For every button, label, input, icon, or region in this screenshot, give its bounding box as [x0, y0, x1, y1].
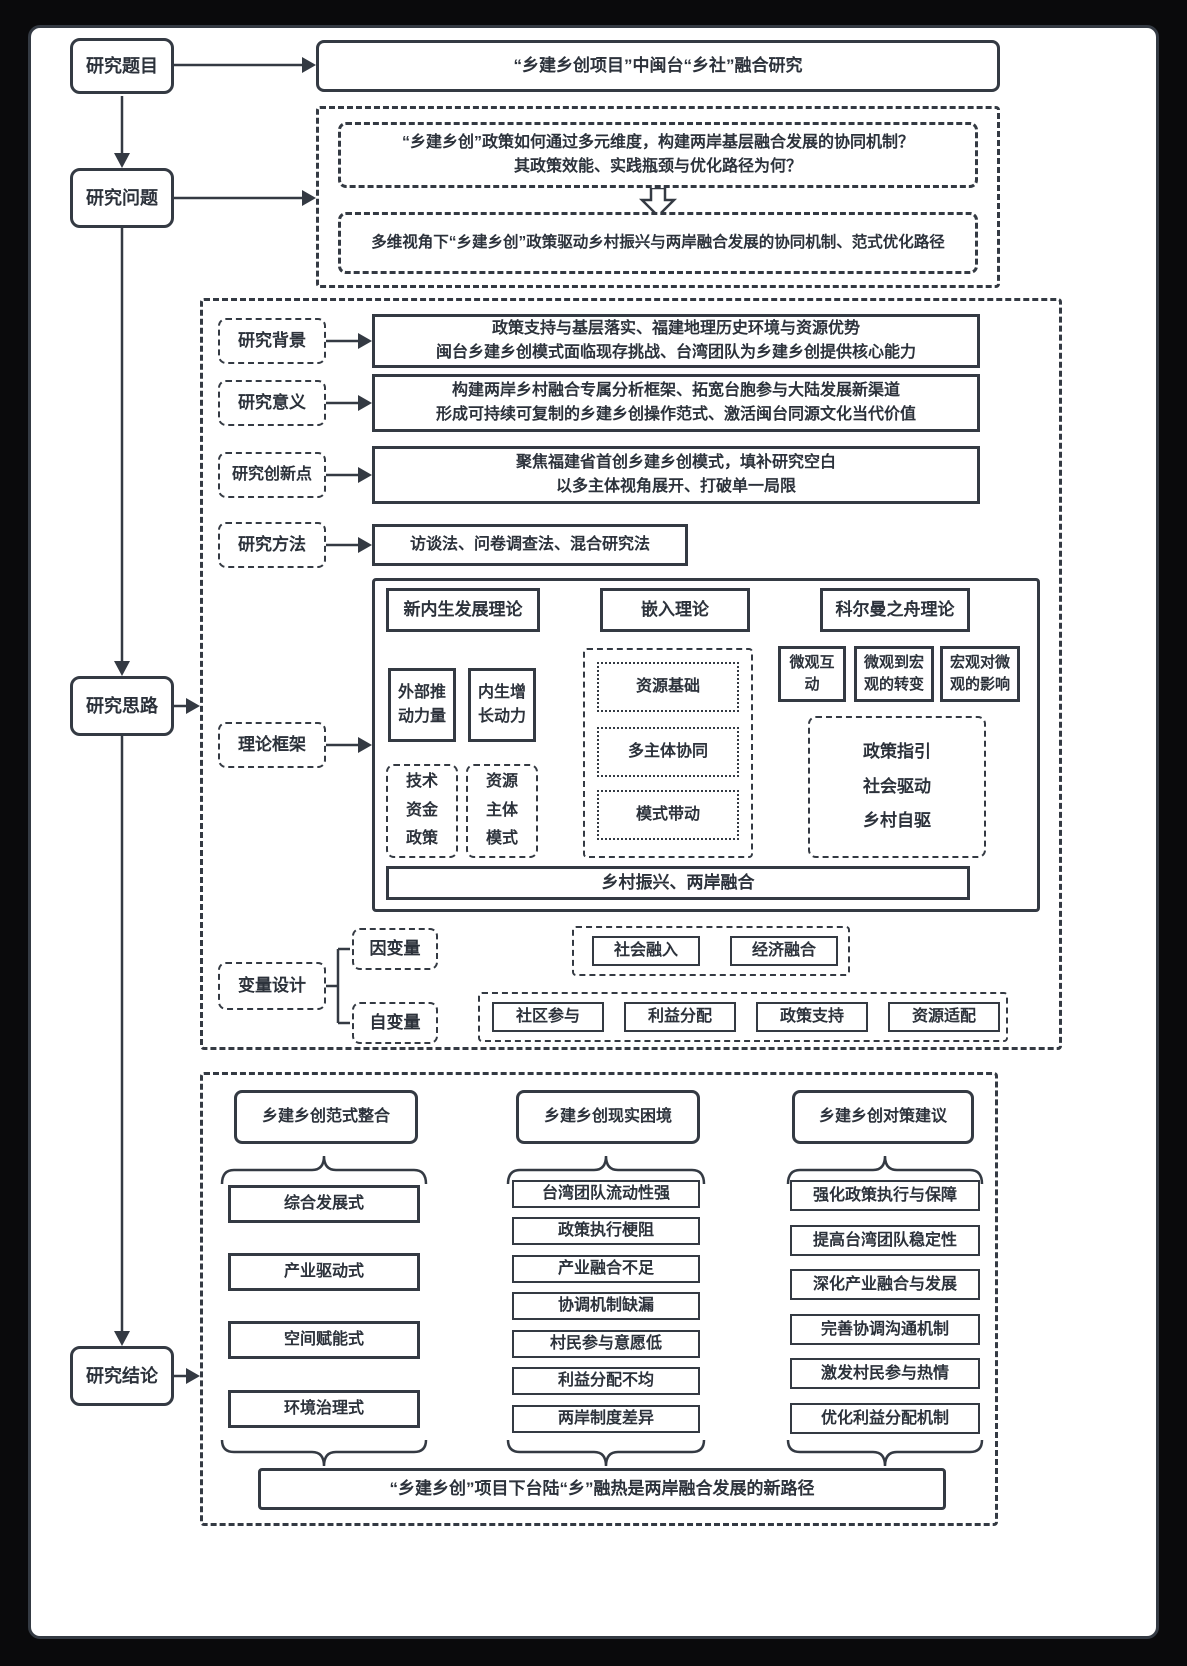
model-driven-box: 模式带动: [597, 790, 739, 840]
innovation-label: 研究创新点: [218, 452, 326, 498]
suggestion-item: 强化政策执行与保障: [790, 1180, 980, 1211]
external-factors-box: 技术 资金 政策: [386, 764, 458, 858]
coleman-stage-micro: 微观互动: [778, 646, 846, 702]
dilemma-item: 政策执行梗阻: [512, 1217, 700, 1245]
innovation-content: 聚焦福建省首创乡建乡创模式，填补研究空白 以多主体视角展开、打破单一局限: [372, 446, 980, 504]
dilemma-item: 协调机制缺漏: [512, 1292, 700, 1320]
dilemma-item: 台湾团队流动性强: [512, 1180, 700, 1208]
paradigm-item: 产业驱动式: [228, 1253, 420, 1291]
independent-container: [478, 992, 1008, 1042]
independent-var-community: 社区参与: [492, 1002, 604, 1032]
suggestion-item: 完善协调沟通机制: [790, 1314, 980, 1345]
dependent-label: 因变量: [352, 928, 438, 970]
suggestion-item: 激发村民参与热情: [790, 1358, 980, 1389]
independent-var-resource: 资源适配: [888, 1002, 1000, 1032]
method-content: 访谈法、问卷调查法、混合研究法: [372, 524, 688, 566]
suggestion-item: 深化产业融合与发展: [790, 1269, 980, 1300]
suggestion-item: 优化利益分配机制: [790, 1403, 980, 1434]
dilemma-header: 乡建乡创现实困境: [516, 1090, 700, 1144]
question-container: [316, 106, 1000, 288]
paradigm-item: 综合发展式: [228, 1185, 420, 1223]
significance-content: 构建两岸乡村融合专属分析框架、拓宽台胞参与大陆发展新渠道 形成可持续可复制的乡建…: [372, 374, 980, 432]
coleman-drivers-box: 政策指引 社会驱动 乡村自驱: [808, 716, 986, 858]
dilemma-item: 村民参与意愿低: [512, 1330, 700, 1358]
flow-node-conclusion: 研究结论: [70, 1346, 174, 1406]
paradigm-item: 环境治理式: [228, 1390, 420, 1428]
flow-node-question: 研究问题: [70, 168, 174, 228]
dependent-container: [572, 926, 850, 976]
suggestion-header: 乡建乡创对策建议: [792, 1090, 974, 1144]
independent-var-benefit: 利益分配: [624, 1002, 736, 1032]
dependent-var-economic: 经济融合: [730, 936, 838, 966]
external-driver-box: 外部推动力量: [388, 668, 456, 742]
method-label: 研究方法: [218, 522, 326, 568]
theory-embedding: 嵌入理论: [600, 588, 750, 632]
framework-label: 理论框架: [218, 722, 326, 768]
research-title-box: “乡建乡创项目”中闽台“乡社”融合研究: [316, 40, 1000, 92]
coleman-stage-macro-to-micro: 宏观对微观的影响: [940, 646, 1020, 702]
background-content: 政策支持与基层落实、福建地理历史环境与资源优势 闽台乡建乡创模式面临现存挑战、台…: [372, 314, 980, 368]
paradigm-item: 空间赋能式: [228, 1321, 420, 1359]
embedding-container: [583, 648, 753, 858]
conclusion-summary-box: “乡建乡创”项目下台陆“乡”融热是两岸融合发展的新路径: [258, 1468, 946, 1510]
dilemma-item: 两岸制度差异: [512, 1405, 700, 1433]
dilemma-item: 产业融合不足: [512, 1255, 700, 1283]
flow-node-topic: 研究题目: [70, 38, 174, 94]
outcome-bar: 乡村振兴、两岸融合: [386, 866, 970, 900]
independent-label: 自变量: [352, 1002, 438, 1044]
paradigm-header: 乡建乡创范式整合: [234, 1090, 418, 1144]
dependent-var-social: 社会融入: [592, 936, 700, 966]
theory-neo-endogenous: 新内生发展理论: [386, 588, 540, 632]
theory-coleman-boat: 科尔曼之舟理论: [820, 588, 970, 632]
flow-node-approach: 研究思路: [70, 676, 174, 736]
dilemma-item: 利益分配不均: [512, 1367, 700, 1395]
refined-question-box: 多维视角下“乡建乡创”政策驱动乡村振兴与两岸融合发展的协同机制、范式优化路径: [338, 212, 978, 274]
internal-factors-box: 资源 主体 模式: [466, 764, 538, 858]
independent-var-policy: 政策支持: [756, 1002, 868, 1032]
suggestion-item: 提高台湾团队稳定性: [790, 1225, 980, 1256]
question-box: “乡建乡创”政策如何通过多元维度，构建两岸基层融合发展的协同机制？ 其政策效能、…: [338, 122, 978, 188]
coleman-stage-micro-to-macro: 微观到宏观的转变: [854, 646, 934, 702]
internal-growth-box: 内生增长动力: [468, 668, 536, 742]
significance-label: 研究意义: [218, 380, 326, 426]
background-label: 研究背景: [218, 318, 326, 364]
variables-label: 变量设计: [218, 962, 326, 1010]
resource-base-box: 资源基础: [597, 662, 739, 712]
multi-actor-synergy-box: 多主体协同: [597, 727, 739, 777]
